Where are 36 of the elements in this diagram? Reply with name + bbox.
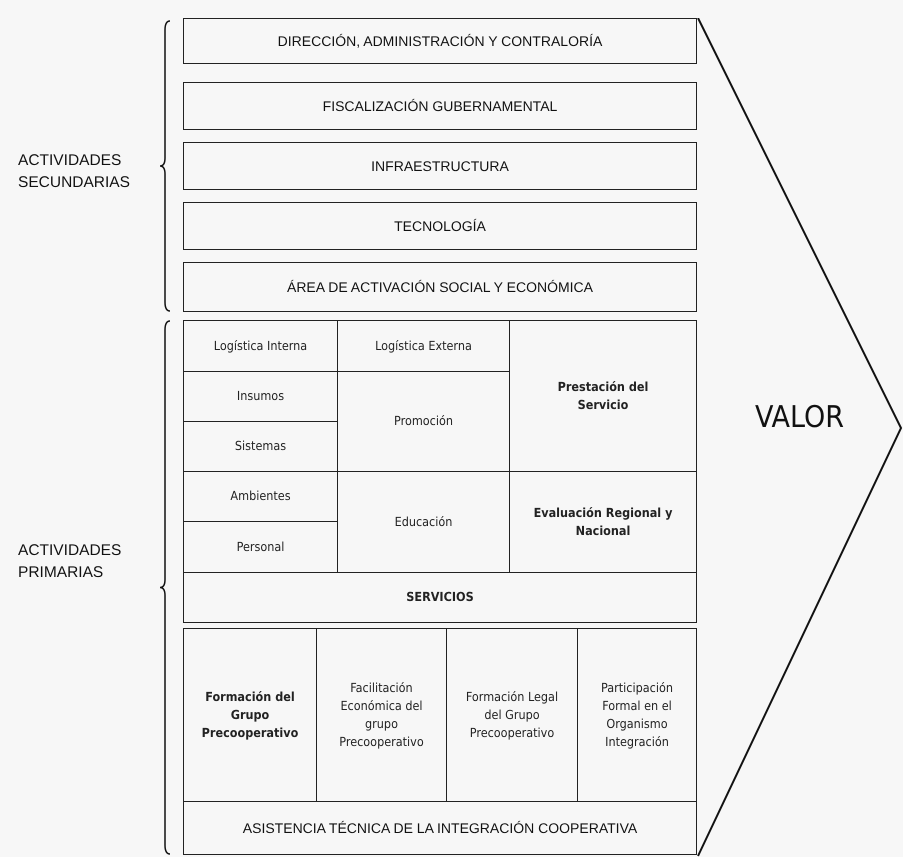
cell-text: Ambientes [230, 487, 291, 506]
heading-box [183, 82, 697, 130]
value-chevron [697, 18, 903, 857]
cell-text: Facilitación Económica del grupo Precooperativo [338, 678, 425, 752]
cell-text: Logística Interna [214, 336, 308, 355]
cell-text: ASISTENCIA TÉCNICA DE LA INTEGRACIÓN COOPERATIVA [242, 820, 638, 836]
cell-text: ÁREA DE ACTIVACIÓN SOCIAL Y ECONÓMICA [286, 279, 593, 295]
table-cell [183, 572, 697, 623]
heading-box [183, 262, 697, 312]
table-cell [577, 628, 697, 802]
table-cell [183, 628, 317, 802]
cell-text: Formación del Grupo Precooperativo [200, 688, 300, 742]
cell-text: Sistemas [234, 437, 286, 456]
cell-text: Participación Formal en el Organismo Integración [600, 678, 674, 752]
cell-text: INFRAESTRUCTURA [371, 158, 509, 174]
heading-box [183, 202, 697, 250]
cell-text: FISCALIZACIÓN GUBERNAMENTAL [322, 98, 558, 114]
heading-box [183, 18, 697, 64]
group-label: ACTIVIDADES SECUNDARIAS [18, 151, 131, 194]
table-cell [183, 320, 338, 372]
cell-text: Personal [236, 538, 284, 556]
cell-text: Promoción [394, 412, 453, 430]
cell-text: Educación [394, 512, 452, 531]
cell-text: SERVICIOS [406, 588, 474, 606]
cell-text: DIRECCIÓN, ADMINISTRACIÓN Y CONTRALORÍA [278, 33, 602, 49]
group-label: ACTIVIDADES PRIMARIAS [18, 541, 122, 584]
cell-text: Formación Legal del Grupo Precooperativo [464, 688, 560, 742]
cell-text: TECNOLOGÍA [394, 218, 486, 234]
table-cell [509, 320, 697, 472]
cell-text: Prestación del Servicio [556, 378, 650, 414]
heading-box [183, 142, 697, 190]
cell-text: Insumos [236, 387, 284, 406]
cell-text: Evaluación Regional y Nacional [532, 504, 674, 540]
value-label: VALOR [755, 400, 844, 435]
cell-text: Logística Externa [375, 336, 472, 355]
heading-box [183, 801, 697, 855]
